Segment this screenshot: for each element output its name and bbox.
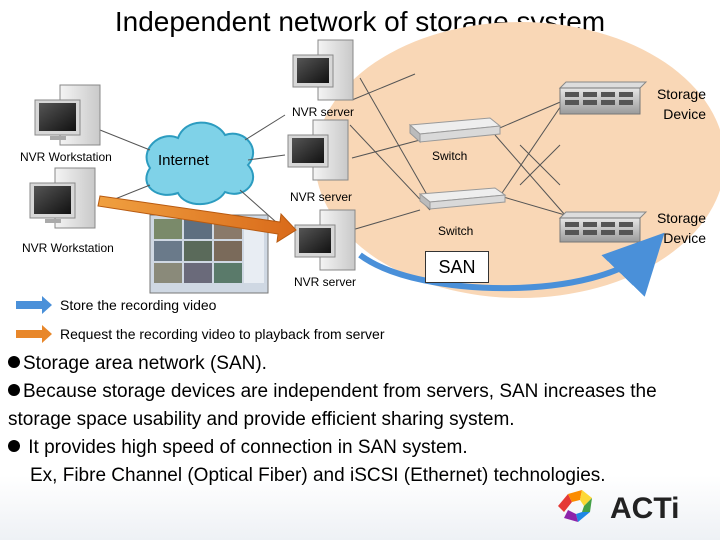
- bullet-1: Storage area network (SAN).: [8, 350, 714, 378]
- orange-arrow-icon: [16, 325, 52, 343]
- legend-request: Request the recording video to playback …: [14, 325, 385, 343]
- nvr-workstation-1-label: NVR Workstation: [20, 150, 112, 164]
- nvr-server-2-label: NVR server: [290, 190, 353, 204]
- switch-2-icon: [418, 187, 507, 211]
- video-monitor-image: [149, 214, 269, 294]
- workstation-1-icon: [34, 84, 101, 146]
- store-flow-arrow: [358, 232, 665, 297]
- acti-logo-text: ACTi: [610, 492, 679, 525]
- acti-logo: ACTi: [548, 480, 718, 532]
- legend-store-text: Store the recording video: [60, 297, 217, 313]
- acti-logo-mark: [558, 490, 592, 522]
- nvr-server-3-label: NVR server: [294, 275, 357, 289]
- switch-1-label: Switch: [432, 149, 468, 163]
- bullet-3: It provides high speed of connection in …: [8, 434, 714, 462]
- blue-arrow-icon: [16, 296, 52, 314]
- bullet-1-text: Storage area network (SAN).: [23, 353, 267, 374]
- internet-label: Internet: [158, 152, 209, 169]
- san-label: SAN: [425, 251, 489, 283]
- storage-device-2-label: Storage Device: [656, 210, 706, 246]
- bullet-list: Storage area network (SAN). Because stor…: [8, 350, 714, 490]
- bullet-dot-icon: [8, 355, 20, 368]
- connection-lines: [349, 73, 566, 231]
- nvr-server-1-label: NVR server: [292, 105, 355, 119]
- workstation-2-icon: [29, 167, 96, 229]
- bullet-2: Because storage devices are independent …: [8, 378, 714, 434]
- bullet-3-text: It provides high speed of connection in …: [23, 437, 468, 458]
- bullet-4: Ex, Fibre Channel (Optical Fiber) and iS…: [8, 462, 714, 490]
- storage-device-2-icon: [558, 211, 648, 243]
- request-flow-arrow: [97, 195, 297, 243]
- legend-store: Store the recording video: [14, 296, 216, 314]
- switch-1-icon: [408, 117, 502, 144]
- network-diagram: [29, 22, 720, 298]
- bullet-dot-icon: [8, 439, 20, 452]
- bullet-4-text: Ex, Fibre Channel (Optical Fiber) and iS…: [30, 465, 606, 486]
- nvr-server-1-icon: [292, 39, 354, 101]
- nvr-workstation-2-label: NVR Workstation: [22, 241, 114, 255]
- bullet-2-text: Because storage devices are independent …: [8, 381, 657, 430]
- bullet-dot-icon: [8, 383, 20, 396]
- storage-device-1-label: Storage Device: [656, 86, 706, 122]
- storage-device-1-icon: [558, 81, 648, 115]
- nvr-server-3-icon: [294, 209, 356, 271]
- internet-cloud: [145, 121, 255, 206]
- legend-request-text: Request the recording video to playback …: [60, 326, 385, 342]
- switch-2-label: Switch: [438, 224, 474, 238]
- nvr-server-2-icon: [287, 119, 349, 181]
